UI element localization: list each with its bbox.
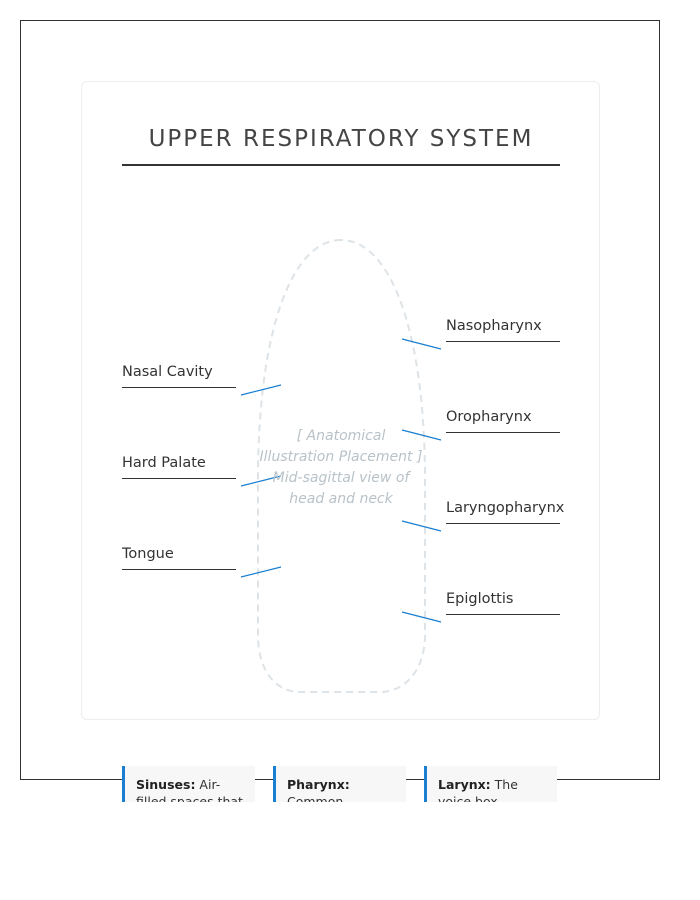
- illustration-placeholder: [ Anatomical Illustration Placement ] Mi…: [258, 426, 424, 510]
- note-text: Air-filled spaces that lighten the skull: [136, 777, 243, 802]
- label-epiglottis: Epiglottis: [446, 588, 560, 615]
- placeholder-line: Mid-sagittal view of: [272, 470, 410, 486]
- note-term: Larynx:: [438, 777, 491, 792]
- note-text: The voice box containing the vocal cords: [438, 777, 518, 802]
- placeholder-line: [ Anatomical: [296, 428, 386, 444]
- label-laryngopharynx: Laryngopharynx: [446, 497, 564, 524]
- label-oropharynx: Oropharynx: [446, 406, 560, 433]
- note-pharynx: Pharynx: Common passage for both air and…: [273, 766, 406, 802]
- note-larynx: Larynx: The voice box containing the voc…: [424, 766, 557, 802]
- notes-row: Sinuses: Air-filled spaces that lighten …: [122, 766, 560, 802]
- note-term: Pharynx:: [287, 777, 350, 792]
- note-sinuses: Sinuses: Air-filled spaces that lighten …: [122, 766, 255, 802]
- label-nasal-cavity: Nasal Cavity: [122, 361, 236, 388]
- placeholder-line: head and neck: [289, 491, 393, 507]
- placeholder-line: Illustration Placement ]: [259, 449, 423, 465]
- diagram-card: [81, 81, 600, 720]
- page-title: UPPER RESPIRATORY SYSTEM: [122, 122, 560, 166]
- label-hard-palate: Hard Palate: [122, 452, 236, 479]
- label-nasopharynx: Nasopharynx: [446, 315, 560, 342]
- note-text: Common passage for both air and food: [287, 794, 344, 802]
- note-term: Sinuses:: [136, 777, 196, 792]
- label-tongue: Tongue: [122, 543, 236, 570]
